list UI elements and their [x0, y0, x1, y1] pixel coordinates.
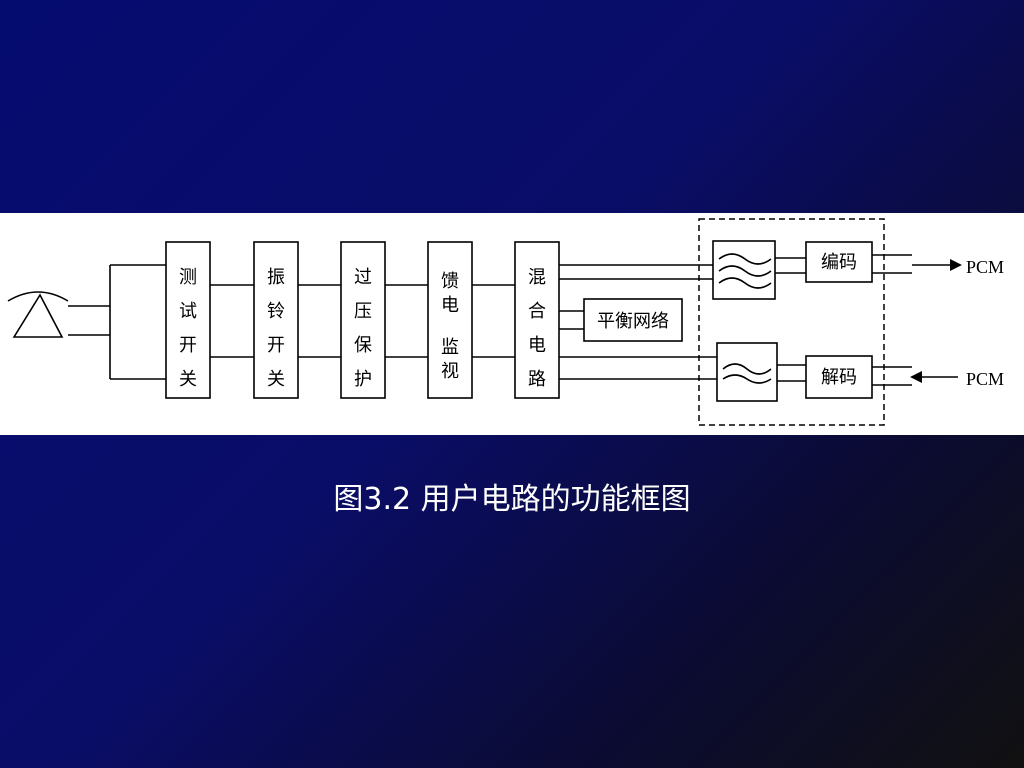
- block-label: 监: [441, 337, 459, 358]
- block-label: 保: [354, 335, 372, 356]
- diagram-band: 测 试 开 关 振 铃 开 关 过 压 保 护 馈 电 监 视 混 合 电 路 …: [0, 213, 1024, 435]
- block-label: 馈: [441, 271, 459, 292]
- block-label: 混: [528, 267, 546, 288]
- block-label: 关: [179, 369, 197, 390]
- block-label: 试: [179, 301, 197, 322]
- circuit-diagram: 测 试 开 关 振 铃 开 关 过 压 保 护 馈 电 监 视 混 合 电 路 …: [7, 218, 1004, 426]
- decoder-block: [805, 355, 873, 399]
- block-label: 压: [354, 301, 372, 322]
- block-label: 路: [528, 369, 546, 390]
- block-label: 开: [267, 335, 285, 356]
- feed-monitor-block: [427, 241, 473, 399]
- pcm-out-arrow-icon: [950, 259, 962, 271]
- encoder-block: [805, 241, 873, 283]
- pcm-out-label: PCM: [966, 257, 1004, 277]
- block-label: 测: [179, 267, 197, 288]
- codec-enclosure: [698, 218, 885, 426]
- block-label: 振: [267, 267, 285, 288]
- ring-switch-block: [253, 241, 299, 399]
- transmit-filter: [712, 240, 776, 300]
- block-label: 关: [267, 369, 285, 390]
- block-label: 电: [441, 295, 459, 316]
- pcm-in-arrow-icon: [910, 371, 922, 383]
- block-label: 电: [528, 335, 546, 356]
- block-label: 铃: [267, 301, 285, 322]
- balance-network-label: 平衡网络: [597, 311, 669, 332]
- block-label: 视: [441, 361, 459, 382]
- overvoltage-block: [340, 241, 386, 399]
- encoder-label: 编码: [821, 252, 857, 273]
- hybrid-block: [514, 241, 560, 399]
- block-label: 开: [179, 335, 197, 356]
- receive-filter: [716, 342, 778, 402]
- telephone-icon: [7, 265, 111, 379]
- block-label: 护: [354, 369, 372, 390]
- test-switch-block: [165, 241, 211, 399]
- decoder-label: 解码: [821, 367, 857, 388]
- figure-caption: 图3.2 用户电路的功能框图: [333, 482, 691, 517]
- block-label: 过: [354, 267, 372, 288]
- block-label: 合: [528, 301, 546, 322]
- balance-network-block: [583, 298, 683, 342]
- pcm-in-label: PCM: [966, 369, 1004, 389]
